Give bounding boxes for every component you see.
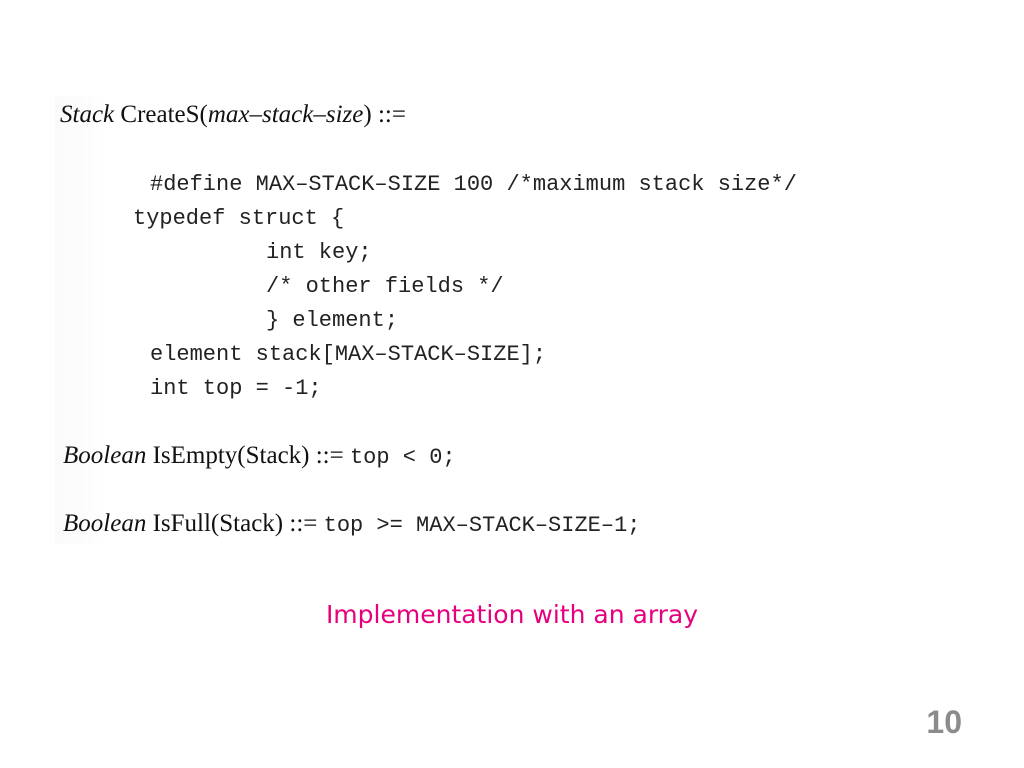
isfull-return-type: Boolean xyxy=(63,510,147,537)
isempty-function-name: IsEmpty(Stack) ::= xyxy=(152,442,344,469)
isfull-line: Boolean IsFull(Stack) ::= top >= MAX–STA… xyxy=(63,510,640,538)
isempty-return-type: Boolean xyxy=(63,442,147,469)
isempty-code: top < 0; xyxy=(349,445,456,470)
slide-caption: Implementation with an array xyxy=(325,600,699,629)
code-line-int-key: int key; xyxy=(266,240,372,265)
isfull-function-name: IsFull(Stack) ::= xyxy=(152,510,318,537)
creates-suffix: ) ::= xyxy=(363,101,406,128)
creates-parameter: max–stack–size xyxy=(207,101,364,128)
creates-return-type: Stack xyxy=(60,101,115,128)
scanned-code-figure xyxy=(55,96,985,544)
page-number: 10 xyxy=(926,704,962,740)
isfull-code: top >= MAX–STACK–SIZE–1; xyxy=(323,513,641,538)
isempty-line: Boolean IsEmpty(Stack) ::= top < 0; xyxy=(63,442,456,470)
code-line-other-fields: /* other fields */ xyxy=(266,274,504,299)
code-line-top-init: int top = -1; xyxy=(150,376,322,401)
creates-function-name: CreateS( xyxy=(120,101,208,128)
code-line-typedef: typedef struct { xyxy=(133,206,345,231)
code-line-stack-array: element stack[MAX–STACK–SIZE]; xyxy=(150,342,547,367)
code-line-element-close: } element; xyxy=(266,308,399,333)
creates-signature: Stack CreateS(max–stack–size) ::= xyxy=(60,101,406,129)
code-line-define: #define MAX–STACK–SIZE 100 /*maximum sta… xyxy=(150,172,797,197)
